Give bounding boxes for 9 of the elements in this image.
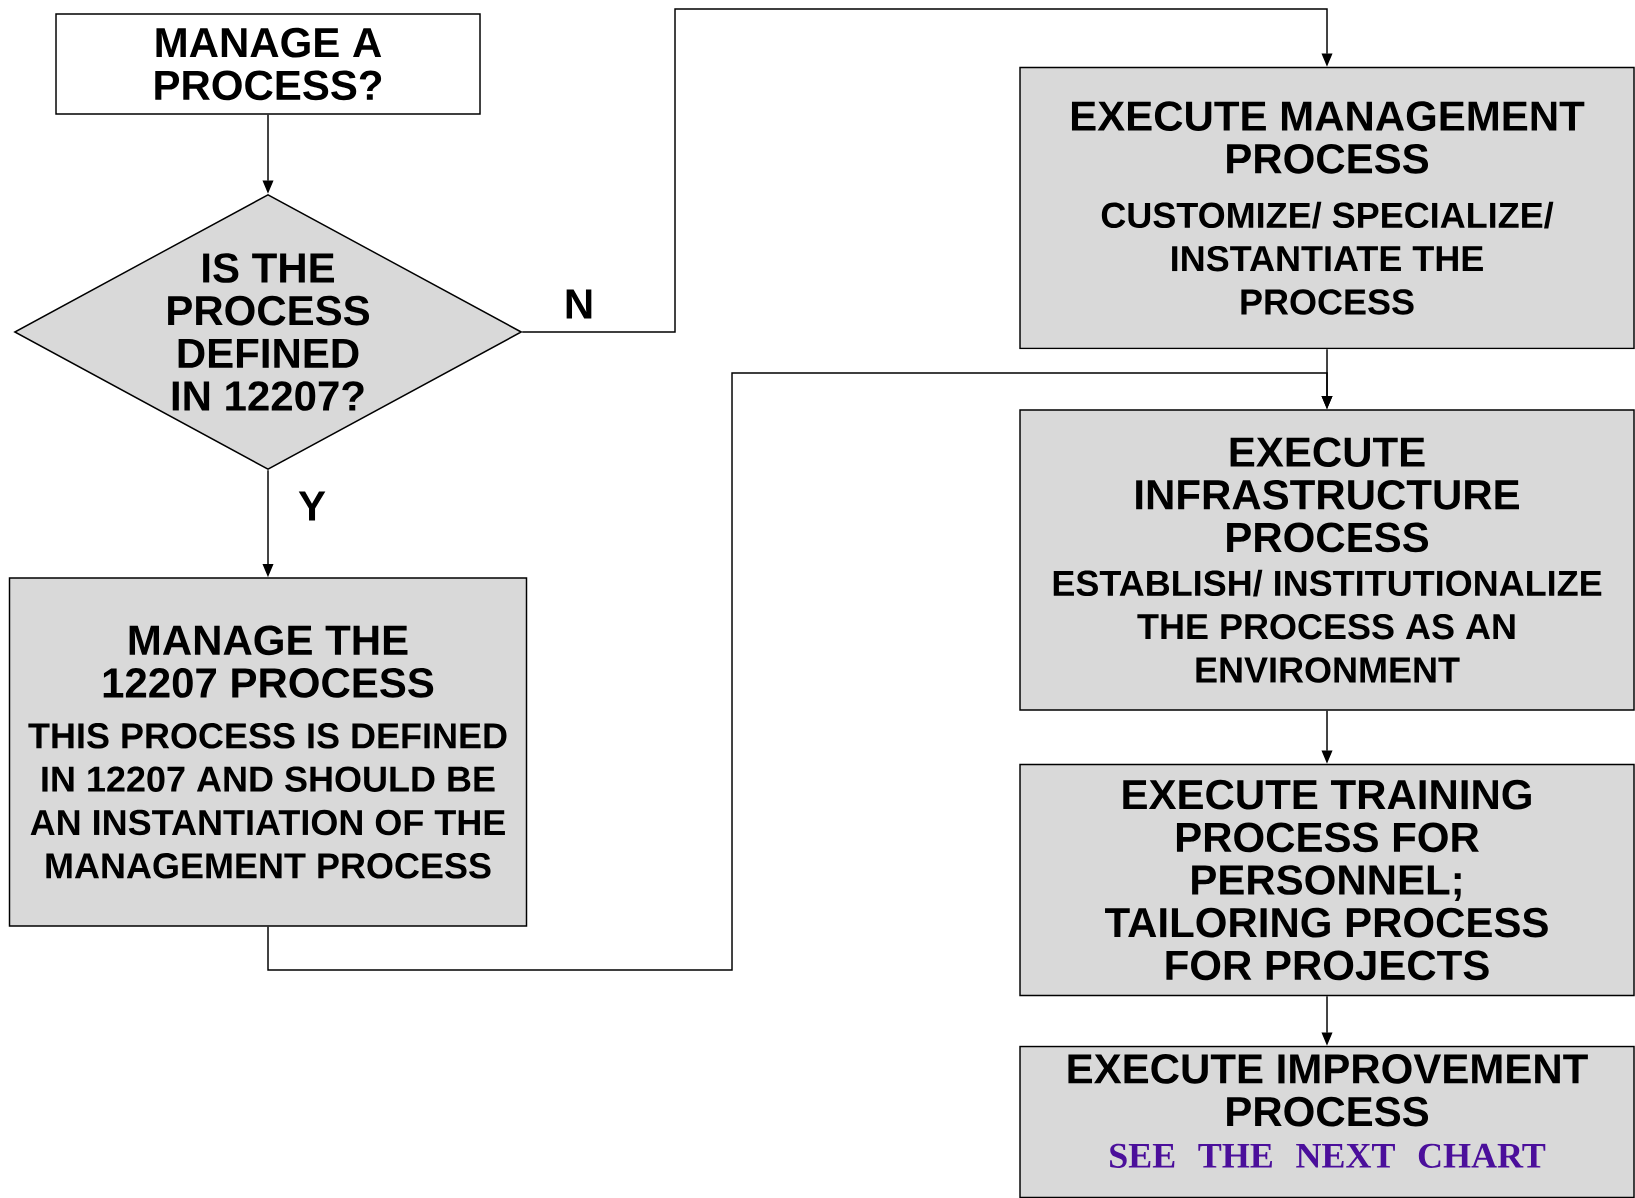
process-box: EXECUTE MANAGEMENT PROCESS CUSTOMIZE/ SPECIALIZE/ INSTANTIATE THE PROCESS <box>1019 66 1635 350</box>
arrow <box>521 8 1333 333</box>
start-box: MANAGE A PROCESS? <box>55 13 481 115</box>
process-box: MANAGE THE 12207 PROCESS THIS PROCESS IS DEFINED IN 12207 AND SHOULD BE AN INSTANTIATION OF THE MANAGEMENT PROCESS <box>8 577 528 927</box>
process-box: EXECUTE INFRASTRUCTURE PROCESS ESTABLISH/ INSTITUTIONALIZE THE PROCESS AS AN ENVIRONMENT <box>1019 409 1635 711</box>
edge-label: N <box>562 288 596 320</box>
edge-label: Y <box>296 490 328 522</box>
process-box: EXECUTE TRAINING PROCESS FOR PERSONNEL; TAILORING PROCESS FOR PROJECTS <box>1019 763 1635 997</box>
process-box: EXECUTE IMPROVEMENT PROCESS SEE THE NEXT CHART <box>1019 1045 1635 1198</box>
